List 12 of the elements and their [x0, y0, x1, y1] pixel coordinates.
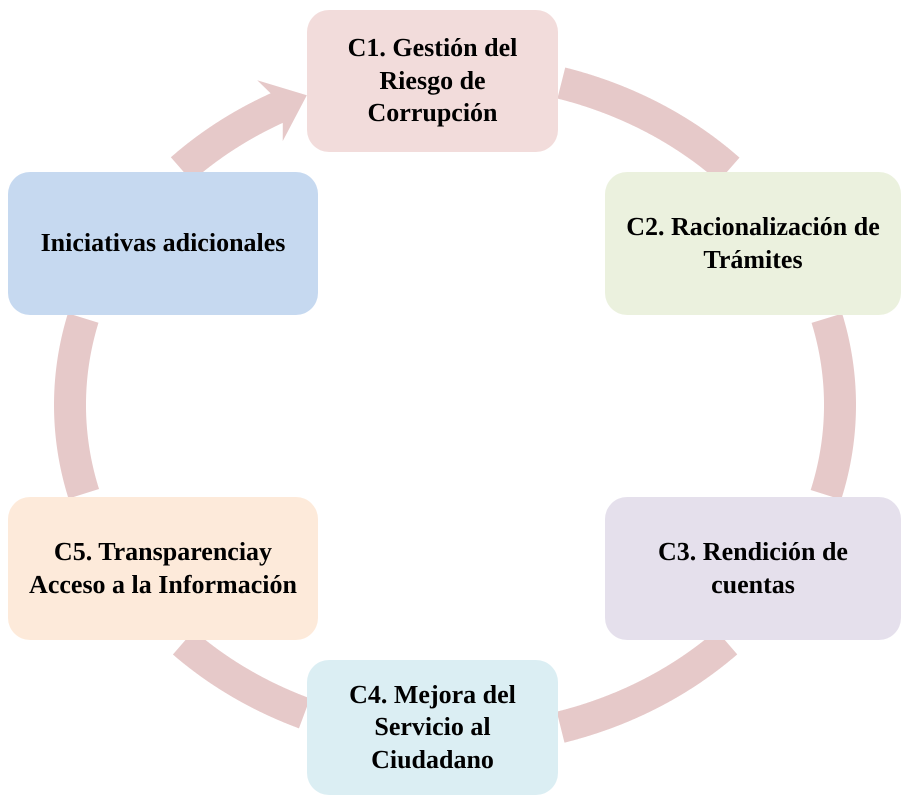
box-label: Iniciativas adicionales: [40, 227, 286, 260]
cycle-box: [307, 660, 558, 795]
box-label: C4. Mejora del Servicio al Ciudadano: [348, 678, 517, 776]
cycle-box: [307, 10, 558, 152]
box-label: C3. Rendición de cuentas: [657, 536, 849, 600]
box-label: C5. Transparenciay Acceso a la Información: [28, 536, 298, 600]
cycle-box: [605, 172, 901, 315]
cycle-box: [8, 172, 318, 315]
cycle-box: [8, 497, 318, 640]
cycle-box: [605, 497, 901, 640]
box-label: C1. Gestión del Riesgo de Corrupción: [346, 32, 518, 130]
box-label: C2. Racionalización de Trámites: [625, 211, 881, 276]
